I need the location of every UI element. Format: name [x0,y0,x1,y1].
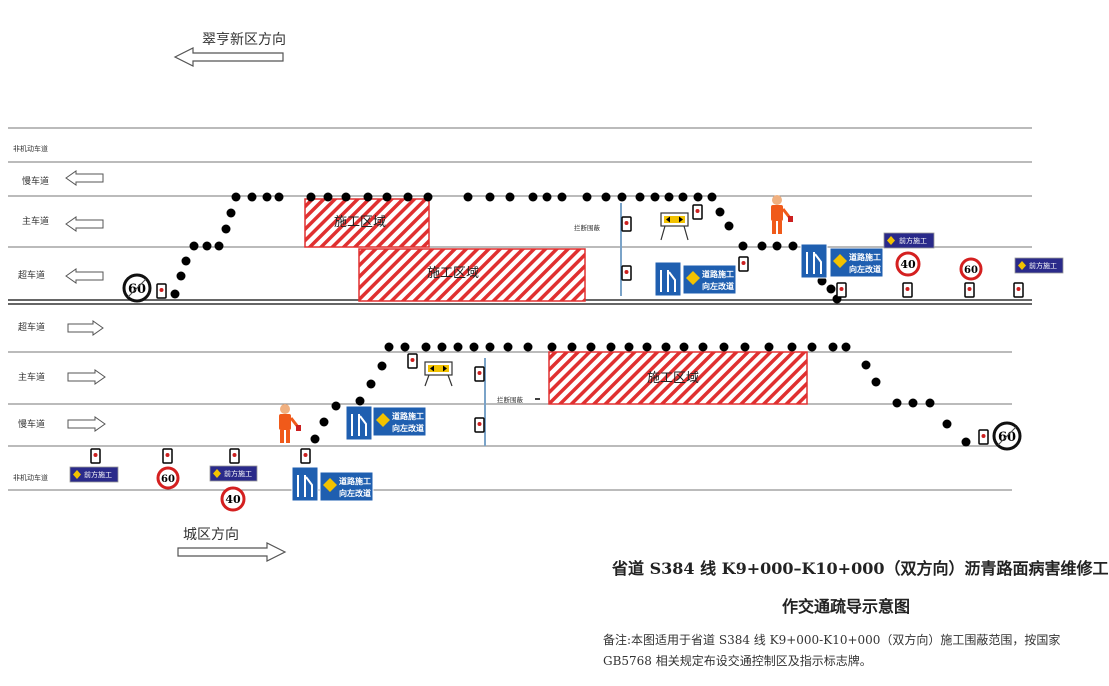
lane-merge-sign-4 [291,466,319,502]
speed-limit-60-bottom: 60 [156,466,180,490]
lane-merge-sign-3 [345,405,373,441]
lane-label-bottom-main: 主车道 [18,371,45,383]
svg-text:60: 60 [161,474,175,485]
road-lines [8,127,1032,491]
speed-restriction-end-60-bottom: 60 [992,421,1022,451]
lane-label-bottom-nonmotor: 非机动车道 [13,473,48,482]
ahead-sign-2-text: 前方施工 [1029,261,1057,270]
arrow-board-bottom [424,361,453,387]
ahead-sign-1-text: 前方施工 [899,236,927,245]
ahead-sign-3: 前方施工 [69,466,119,483]
ahead-sign-1: 前方施工 [883,232,935,249]
detour-diamond-icon [376,413,390,427]
diagram-title-line1: 省道 S384 线 K9+000–K10+000（双方向）沥青路面病害维修工 [612,559,1109,578]
direction-arrow-left [173,47,284,67]
speed-limit-60-top: 60 [959,257,983,281]
svg-text:60: 60 [998,430,1016,445]
lane-merge-sign-2 [800,243,828,279]
diagram-note: 备注:本图适用于省道 S384 线 K9+000-K10+000（双方向）施工围… [603,633,1061,668]
cone-line-bottom [310,342,971,447]
direction-arrow-right [177,542,287,562]
detour-sign-3-line2: 向左改道 [392,423,424,433]
detour-sign-1: 道路施工 向左改道 [682,264,737,295]
detour-sign-4: 道路施工 向左改道 [319,471,374,502]
zone-label-3: 施工区域 [647,371,699,386]
ahead-sign-4-text: 前方施工 [224,469,252,478]
lane-label-top-main: 主车道 [22,215,49,227]
lane-label-top-slow: 慢车道 [22,175,49,187]
lane-arrows [65,170,106,432]
lane-label-bottom-overtake: 超车道 [18,321,45,333]
speed-limit-40-top: 40 [895,251,921,277]
detour-sign-4-line1: 道路施工 [339,476,371,486]
lane-label-top-overtake: 超车道 [18,269,45,281]
detour-sign-2: 道路施工 向左改道 [829,247,884,278]
detour-sign-3-line1: 道路施工 [392,411,424,421]
barrier-label-bottom: 拦断围蔽 [497,395,524,404]
direction-label-bottom: 城区方向 [183,527,239,543]
detour-diamond-icon [323,478,337,492]
zone-label-2: 施工区域 [427,266,479,281]
svg-text:60: 60 [964,265,978,276]
svg-text:40: 40 [900,258,916,271]
flagger-top [771,195,793,234]
lane-label-top-nonmotor: 非机动车道 [13,144,48,153]
zone-label-1: 施工区域 [334,215,386,230]
direction-label-top: 翠亨新区方向 [202,31,286,48]
detour-diamond-icon [686,271,700,285]
flagger-bottom [279,404,301,443]
barrier-label-top: 拦断围蔽 [574,223,601,232]
diagram-title-line2: 作交通疏导示意图 [782,597,911,616]
ahead-sign-2: 前方施工 [1014,257,1064,274]
detour-sign-2-line1: 道路施工 [849,252,881,262]
traffic-diversion-diagram: 非机动车道 慢车道 主车道 超车道 超车道 主车道 慢车道 非机动车道 施工区域… [8,31,1064,562]
lane-merge-sign-1 [654,261,682,297]
construction-zones [304,198,808,405]
svg-text:60: 60 [128,282,146,297]
lane-label-bottom-slow: 慢车道 [18,418,45,430]
detour-diamond-icon [833,254,847,268]
ahead-sign-4: 前方施工 [209,465,258,482]
detour-sign-1-line2: 向左改道 [702,281,734,291]
detour-sign-4-line2: 向左改道 [339,488,371,498]
detour-sign-2-line2: 向左改道 [849,264,881,274]
arrow-board-top [660,212,689,241]
svg-text:40: 40 [225,493,241,506]
warning-lamps [90,204,1024,464]
detour-sign-1-line1: 道路施工 [702,269,734,279]
ahead-sign-3-text: 前方施工 [84,470,112,479]
detour-sign-3: 道路施工 向左改道 [372,406,427,437]
speed-restriction-end-60-top: 60 [122,273,152,303]
speed-limit-40-bottom: 40 [220,486,246,512]
